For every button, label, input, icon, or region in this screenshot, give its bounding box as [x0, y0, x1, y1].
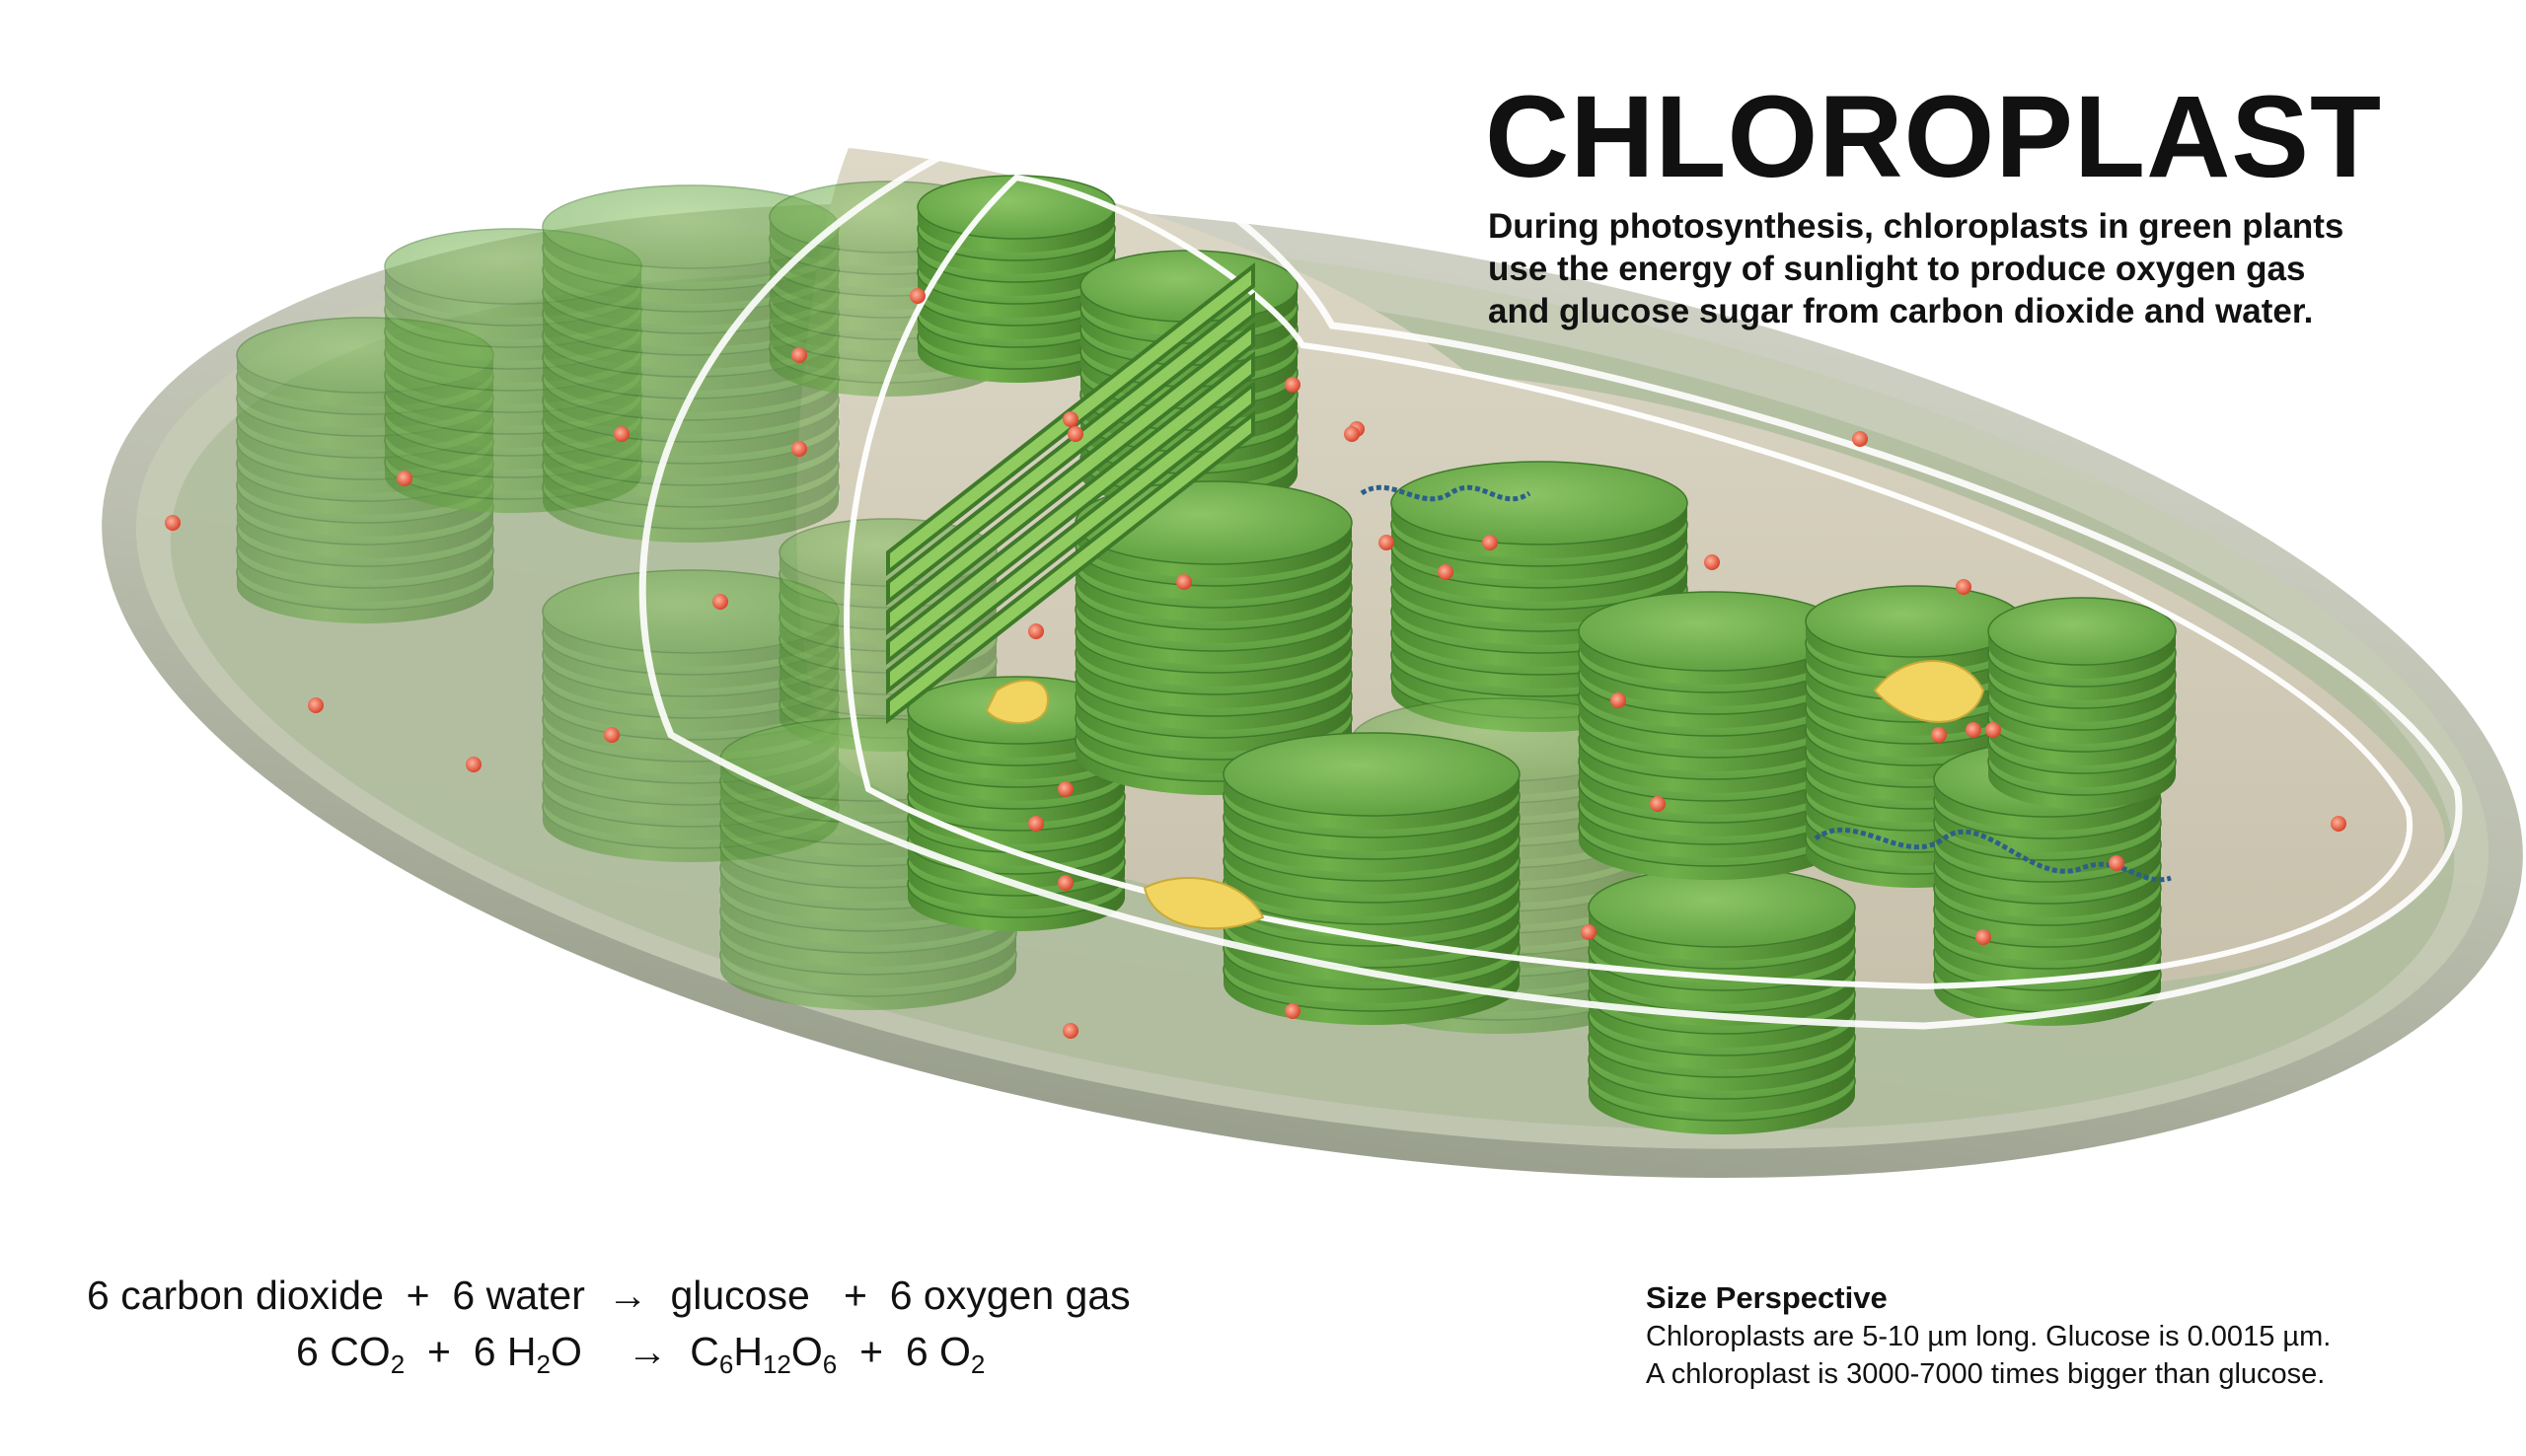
- ribosome-dot: [1704, 554, 1720, 570]
- ribosome-dot: [1063, 1023, 1078, 1039]
- formula-subscript: 2: [971, 1349, 985, 1379]
- ribosome-dot: [1058, 781, 1074, 797]
- thylakoid-disc: [1988, 598, 2176, 665]
- formula-h2o: 6 H2O: [474, 1329, 582, 1380]
- ribosome-dot: [791, 347, 807, 363]
- description-line: During photosynthesis, chloroplasts in g…: [1488, 205, 2494, 248]
- granum-stack: [1224, 733, 1520, 1025]
- thylakoid-disc: [1579, 592, 1845, 671]
- term-water: 6 water: [452, 1273, 584, 1319]
- ribosome-dot: [1378, 535, 1394, 550]
- arrow-icon: →: [608, 1273, 648, 1319]
- ribosome-dot: [466, 757, 482, 772]
- ribosome-dot: [1068, 426, 1083, 442]
- term-oxygen-gas: 6 oxygen gas: [890, 1273, 1131, 1319]
- description: During photosynthesis, chloroplasts in g…: [1488, 205, 2494, 332]
- ribosome-dot: [1063, 411, 1078, 427]
- term-glucose: glucose: [670, 1273, 809, 1319]
- formula-glucose: C6H12O6: [690, 1329, 837, 1380]
- formula-text: O: [791, 1329, 823, 1374]
- arrow-icon: →: [627, 1329, 667, 1375]
- ribosome-dot: [1852, 431, 1868, 447]
- granum-stack: [1988, 598, 2176, 809]
- ribosome-dot: [1975, 929, 1991, 945]
- plus-sign: +: [844, 1273, 867, 1319]
- formula-text: 6 CO: [296, 1329, 391, 1374]
- ribosome-dot: [1956, 579, 1971, 595]
- ribosome-dot: [604, 727, 620, 743]
- ribosome-dot: [1985, 722, 2001, 738]
- ribosome-dot: [1176, 574, 1192, 590]
- formula-o2: 6 O2: [906, 1329, 986, 1380]
- ribosome-dot: [1931, 727, 1947, 743]
- ribosome-dot: [2331, 816, 2346, 832]
- ribosome-dot: [397, 471, 412, 486]
- ribosome-dot: [1285, 1003, 1300, 1019]
- ribosome-dot: [308, 697, 324, 713]
- formula-equation: 6 CO2 + 6 H2O → C6H12O6 + 6 O2: [296, 1329, 1579, 1380]
- ribosome-dot: [910, 288, 926, 304]
- ribosome-dot: [1650, 796, 1666, 812]
- ribosome-dot: [1966, 722, 1981, 738]
- ribosome-dot: [1028, 623, 1044, 639]
- formula-text: 6 O: [906, 1329, 971, 1374]
- formula-subscript: 12: [763, 1349, 791, 1379]
- ribosome-dot: [1058, 875, 1074, 891]
- ribosome-dot: [1581, 924, 1597, 940]
- ribosome-dot: [1438, 564, 1453, 580]
- thylakoid-disc: [1391, 462, 1687, 545]
- thylakoid-disc: [918, 176, 1115, 239]
- description-line: and glucose sugar from carbon dioxide an…: [1488, 290, 2494, 332]
- ribosome-dot: [1285, 377, 1300, 393]
- granum-stack: [1589, 868, 1855, 1134]
- thylakoid-disc: [1224, 733, 1520, 816]
- ribosome-dot: [791, 441, 807, 457]
- word-equation: 6 carbon dioxide + 6 water → glucose + 6…: [87, 1273, 1370, 1319]
- size-perspective: Size Perspective Chloroplasts are 5-10 µ…: [1646, 1278, 2514, 1393]
- ribosome-dot: [712, 594, 728, 610]
- formula-text: C: [690, 1329, 719, 1374]
- term-carbon-dioxide: 6 carbon dioxide: [87, 1273, 384, 1319]
- thylakoid-disc: [1589, 868, 1855, 947]
- size-perspective-heading: Size Perspective: [1646, 1278, 2514, 1318]
- formula-subscript: 2: [391, 1349, 405, 1379]
- ribosome-dot: [1482, 535, 1498, 550]
- ribosome-dot: [1344, 426, 1360, 442]
- plus-sign: +: [407, 1273, 430, 1319]
- formula-subscript: 2: [537, 1349, 551, 1379]
- formula-co2: 6 CO2: [296, 1329, 405, 1380]
- formula-subscript: 6: [823, 1349, 837, 1379]
- size-perspective-line: Chloroplasts are 5-10 µm long. Glucose i…: [1646, 1318, 2514, 1355]
- page-title: CHLOROPLAST: [1485, 79, 2382, 195]
- formula-subscript: 6: [719, 1349, 733, 1379]
- formula-text: 6 H: [474, 1329, 537, 1374]
- formula-text: H: [733, 1329, 763, 1374]
- ribosome-dot: [1610, 692, 1626, 708]
- ribosome-dot: [614, 426, 630, 442]
- description-line: use the energy of sunlight to produce ox…: [1488, 248, 2494, 290]
- thylakoid-disc: [1080, 251, 1298, 322]
- ribosome-dot: [2109, 855, 2124, 871]
- plus-sign: +: [859, 1329, 883, 1375]
- ribosome-dot: [1028, 816, 1044, 832]
- size-perspective-line: A chloroplast is 3000-7000 times bigger …: [1646, 1355, 2514, 1393]
- formula-text: O: [551, 1329, 582, 1374]
- plus-sign: +: [427, 1329, 451, 1375]
- ribosome-dot: [165, 515, 181, 531]
